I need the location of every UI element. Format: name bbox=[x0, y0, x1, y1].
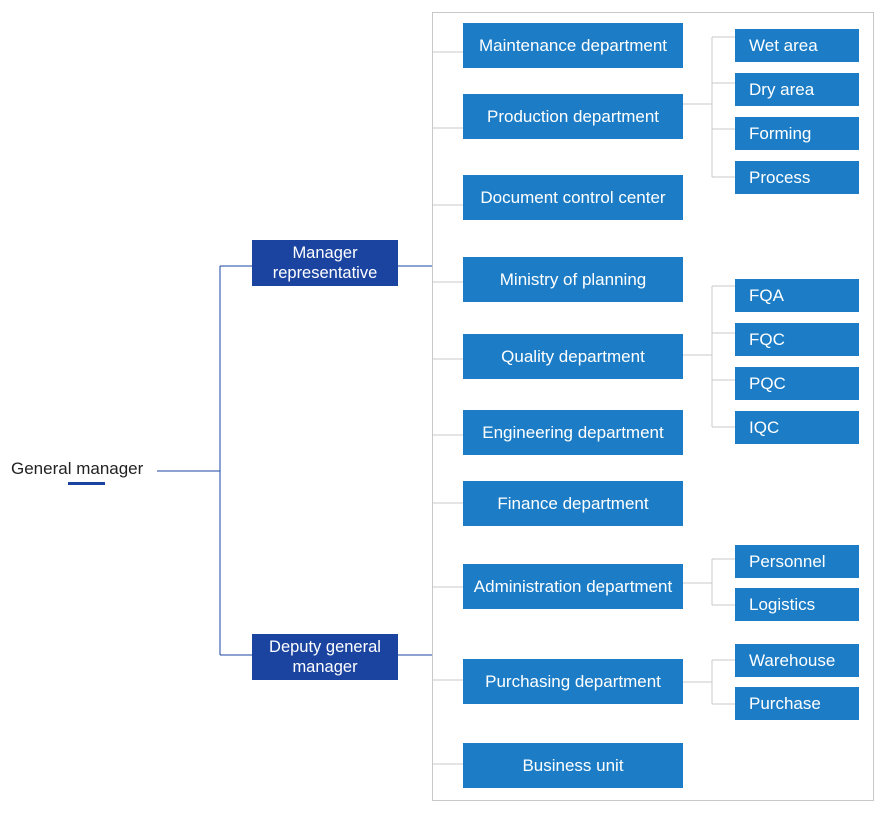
forming-box: Forming bbox=[735, 117, 859, 150]
business-unit-box: Business unit bbox=[463, 743, 683, 788]
process-box: Process bbox=[735, 161, 859, 194]
personnel-box: Personnel bbox=[735, 545, 859, 578]
deputy-general-manager-box: Deputy general manager bbox=[252, 634, 398, 680]
quality-department-box: Quality department bbox=[463, 334, 683, 379]
departments-panel bbox=[432, 12, 874, 801]
wet-area-box: Wet area bbox=[735, 29, 859, 62]
iqc-box: IQC bbox=[735, 411, 859, 444]
purchase-box: Purchase bbox=[735, 687, 859, 720]
production-bracket bbox=[683, 36, 735, 178]
fqa-box: FQA bbox=[735, 279, 859, 312]
administration-bracket bbox=[683, 558, 735, 606]
fqc-box: FQC bbox=[735, 323, 859, 356]
administration-department-box: Administration department bbox=[463, 564, 683, 609]
logistics-box: Logistics bbox=[735, 588, 859, 621]
ministry-of-planning-box: Ministry of planning bbox=[463, 257, 683, 302]
dry-area-box: Dry area bbox=[735, 73, 859, 106]
general-manager-label: General manager bbox=[11, 459, 144, 478]
general-manager-underline bbox=[68, 482, 105, 485]
purchasing-bracket bbox=[683, 659, 735, 705]
maintenance-department-box: Maintenance department bbox=[463, 23, 683, 68]
finance-department-box: Finance department bbox=[463, 481, 683, 526]
pqc-box: PQC bbox=[735, 367, 859, 400]
manager-representative-box: Manager representative bbox=[252, 240, 398, 286]
engineering-department-box: Engineering department bbox=[463, 410, 683, 455]
warehouse-box: Warehouse bbox=[735, 644, 859, 677]
department-ticks bbox=[432, 51, 463, 765]
document-control-center-box: Document control center bbox=[463, 175, 683, 220]
purchasing-department-box: Purchasing department bbox=[463, 659, 683, 704]
quality-bracket bbox=[683, 285, 735, 428]
production-department-box: Production department bbox=[463, 94, 683, 139]
